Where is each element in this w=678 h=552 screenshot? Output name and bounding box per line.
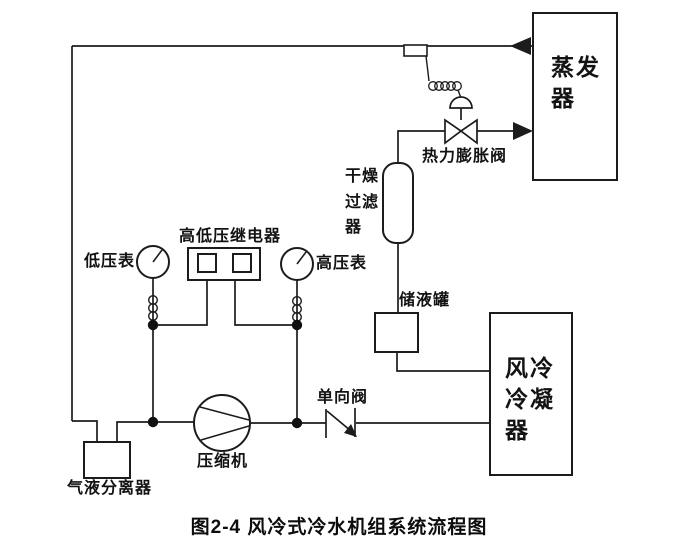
drier-filter-label: 干燥过滤器: [345, 168, 380, 237]
junction-dot: [147, 416, 159, 428]
relay-label: 高低压继电器: [179, 228, 282, 245]
relay-contact-right: [232, 253, 252, 273]
pipe-separator-outlet: [116, 421, 195, 443]
tev-sensing-bulb: [403, 44, 428, 57]
separator-label: 气液分离器: [67, 480, 153, 497]
junction-dot: [291, 417, 303, 429]
tev-coil-icon: [428, 81, 462, 91]
evaporator-label: 蒸发器: [551, 54, 601, 112]
evaporator-box: [532, 12, 618, 181]
compressor-chord-lower: [200, 425, 250, 441]
tev-assembly: [403, 44, 478, 145]
tev-diaphragm-dome: [449, 96, 473, 109]
separator-box: [83, 441, 131, 479]
condenser-label: 风冷冷凝器: [505, 355, 555, 444]
pipe-condenser-receiver: [396, 352, 490, 372]
compressor-label: 压缩机: [197, 453, 249, 470]
lp-gauge-label: 低压表: [84, 253, 136, 270]
junction-dot: [291, 319, 303, 331]
tev-label: 热力膨胀阀: [422, 148, 508, 165]
lp-gauge-needle: [152, 249, 163, 263]
pipe-separator-inlet: [72, 420, 98, 443]
filter-capsule: [382, 162, 414, 244]
flow-arrow-left-icon: [510, 37, 531, 55]
flow-arrow-right-icon: [513, 122, 533, 140]
figure-caption: 图2-4 风冷式冷水机组系统流程图: [190, 517, 488, 538]
receiver-label: 储液罐: [399, 292, 451, 309]
compressor-chord-upper: [199, 406, 250, 421]
junction-dot: [147, 319, 159, 331]
tev-capillary: [425, 55, 430, 82]
check-valve-label: 单向阀: [317, 389, 369, 406]
hp-gauge-label: 高压表: [316, 255, 368, 272]
relay-hp-line: [234, 280, 297, 326]
condenser-box: [489, 312, 573, 476]
tev-valve-body-right: [459, 118, 478, 145]
check-valve-arrow-icon: [344, 424, 357, 437]
pipe-filter-tev: [397, 130, 445, 163]
hp-gauge-needle: [296, 251, 307, 265]
tev-valve-body-left: [444, 118, 463, 145]
compressor-circle: [193, 394, 251, 452]
receiver-box: [374, 312, 419, 353]
check-valve-diagonal: [326, 410, 352, 432]
relay-lp-line: [153, 280, 208, 326]
relay-contact-left: [197, 253, 217, 273]
